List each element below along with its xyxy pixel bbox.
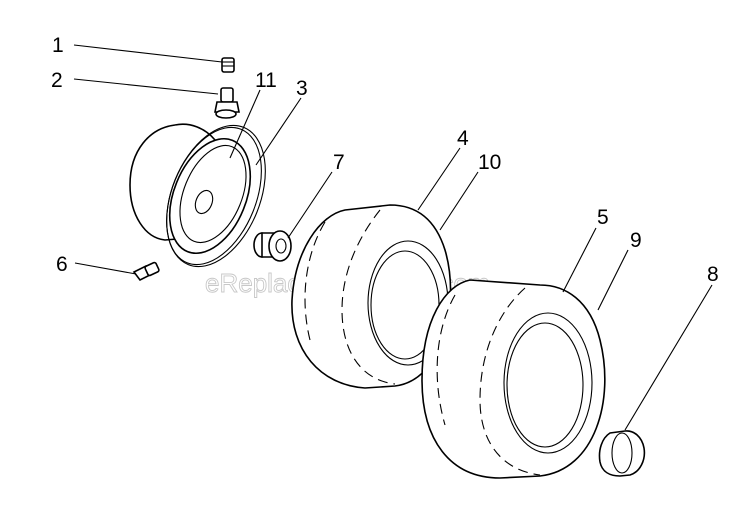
part-tire-5 bbox=[421, 279, 606, 479]
callout-7: 7 bbox=[333, 151, 345, 174]
callout-6: 6 bbox=[56, 253, 68, 276]
callout-3: 3 bbox=[296, 77, 308, 100]
part-valve-stem bbox=[214, 87, 240, 119]
callout-5: 5 bbox=[597, 206, 609, 229]
callout-9: 9 bbox=[630, 229, 642, 252]
part-bolt bbox=[132, 261, 160, 282]
part-wheel-rim bbox=[129, 123, 266, 268]
part-bushing bbox=[253, 230, 292, 262]
callout-2: 2 bbox=[51, 69, 63, 92]
leader-lines bbox=[73, 44, 713, 431]
callout-1: 1 bbox=[52, 34, 64, 57]
callout-10: 10 bbox=[478, 151, 501, 174]
callout-labels: 1 2 11 3 7 4 10 5 9 6 8 bbox=[51, 34, 719, 286]
callout-8: 8 bbox=[707, 263, 719, 286]
callout-4: 4 bbox=[457, 127, 469, 150]
part-valve-cap bbox=[221, 57, 235, 73]
callout-11: 11 bbox=[255, 69, 277, 92]
part-hub-cap bbox=[598, 430, 646, 477]
